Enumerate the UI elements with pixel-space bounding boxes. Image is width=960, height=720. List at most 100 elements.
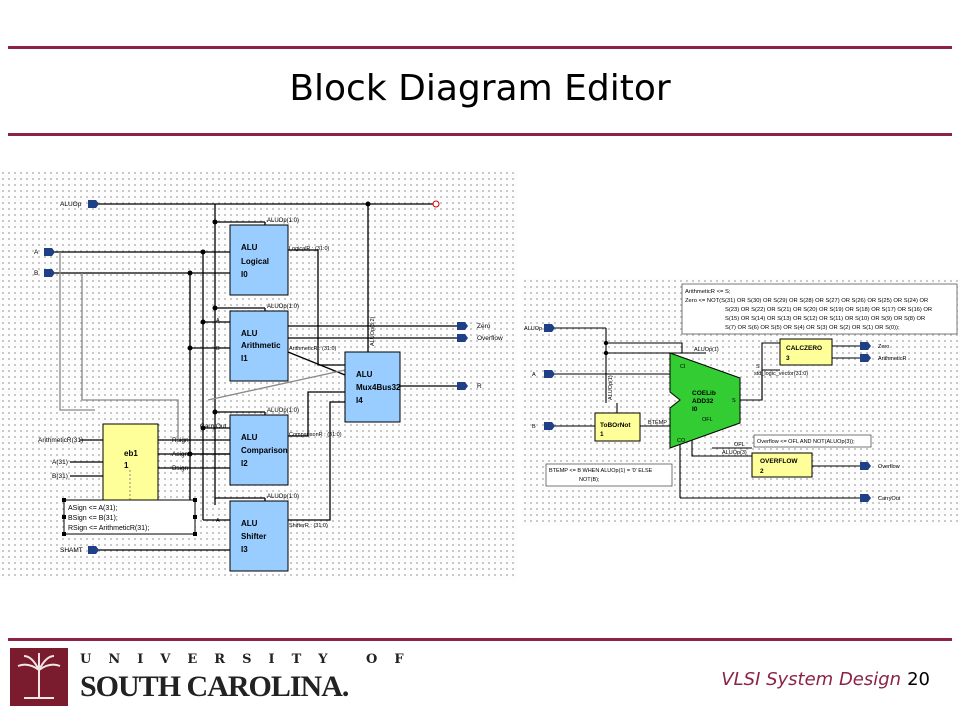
- calczero-inst: 3: [786, 355, 790, 362]
- asign-label: Asign: [172, 451, 189, 458]
- pin-a-label: A: [216, 318, 220, 324]
- alu-arithmetic-out-label: ArithmeticR : (31:0): [289, 346, 337, 352]
- add32-block: CI COELib ADD32 I0 OFL CO S: [669, 352, 741, 449]
- r-s-label: S: [756, 364, 760, 370]
- calczero-name: CALCZERO: [786, 345, 822, 352]
- alu-logical-block: ALUOp(1:0) ALU Logical I0 LogicalR : (31…: [229, 218, 330, 296]
- carryout-label: CarryOut: [200, 423, 227, 430]
- zero-out-label: Zero: [477, 323, 491, 330]
- eb1-name: eb1: [124, 449, 138, 458]
- btemp-note-line-1: BTEMP <= B WHEN ALUOp(1) = '0' ELSE: [549, 468, 653, 474]
- adder-inst: I0: [692, 406, 698, 413]
- right-diagram-panel: ArithmeticR <= S; Zero <= NOT(S(31) OR S…: [522, 278, 960, 526]
- palmetto-tree-icon: [17, 653, 61, 699]
- slide-title: Block Diagram Editor: [289, 68, 671, 109]
- shamt-label: SHAMT: [60, 547, 83, 554]
- logo-south-carolina-text: SOUTH CAROLINA.: [80, 670, 349, 703]
- alu-arithmetic-name: Arithmetic: [241, 341, 281, 350]
- r-zero-label: Zero: [878, 344, 889, 350]
- a-port: [44, 248, 55, 256]
- zero-port: [457, 322, 468, 330]
- footer-rule: [8, 638, 952, 641]
- alu-arithmetic-bus-label: ALUOp(1:0): [267, 304, 299, 310]
- note-line-2: Zero <= NOT(S(31) OR S(30) OR S(29) OR S…: [685, 298, 928, 304]
- btemp-note: BTEMP <= B WHEN ALUOp(1) = '0' ELSE NOT(…: [545, 463, 673, 487]
- usc-logo-emblem: [10, 648, 68, 706]
- r-zero-port: [860, 342, 871, 350]
- r-b-label: B: [532, 424, 536, 430]
- a31-label: A(31): [52, 459, 68, 466]
- r-aluop3-label: ALUOp(3): [722, 450, 747, 456]
- alu-shifter-name: Shifter: [241, 532, 266, 541]
- alu-shifter-kind: ALU: [241, 519, 258, 528]
- left-diagram-panel: ALUOp A B SHAMT ArithmeticR(31) A(31) B(…: [0, 170, 518, 580]
- aluop-label: ALUOp: [60, 201, 82, 208]
- alu-mux-block: ALU Mux4Bus32 I4 ALUOp(3:2): [344, 316, 401, 423]
- note-line-5: S(7) OR S(6) OR S(5) OR S(4) OR S(3) OR …: [725, 325, 900, 331]
- btemp-note-line-2: NOT(B);: [579, 477, 600, 483]
- arithmeticr31-label: ArithmeticR(31): [38, 437, 83, 444]
- r-btemp-label: BTEMP: [648, 420, 667, 426]
- shifter-pin-a-label: A: [216, 518, 220, 524]
- alu-arithmetic-kind: ALU: [241, 329, 258, 338]
- overflow-block: OVERFLOW 2: [751, 452, 813, 478]
- alu-comparison-inst: I2: [241, 459, 248, 468]
- alu-comparison-out-label: ComparisonR : (31:0): [289, 432, 342, 438]
- alu-comparison-name: Comparison: [241, 446, 288, 455]
- alu-arithmetic-block: ALUOp(1:0) ALU Arithmetic I1 ArithmeticR…: [229, 304, 337, 382]
- b-port: [44, 269, 55, 277]
- overflow-note: Overflow <= OFL AND NOT(ALUOp(3));: [753, 434, 872, 448]
- calczero-block: CALCZERO 3: [779, 338, 833, 366]
- r-a-label: A: [532, 372, 536, 378]
- alu-arithmetic-inst: I1: [241, 354, 248, 363]
- code-line-1: ASign <= A(31);: [68, 505, 117, 512]
- adder-co: CO: [677, 438, 686, 444]
- alu-shifter-block: ALUOp(1:0) ALU Shifter I3 ShifterR : (31…: [229, 494, 328, 572]
- r-overflow-port: [860, 462, 871, 470]
- note-line-1: ArithmeticR <= S;: [685, 289, 731, 295]
- page-number: 20: [907, 669, 930, 690]
- logo-university-text: UNIVERSITY OF: [80, 652, 421, 667]
- right-diagram: ArithmeticR <= S; Zero <= NOT(S(31) OR S…: [524, 283, 958, 502]
- b-label: B: [34, 270, 38, 277]
- aluop-port: [88, 200, 99, 208]
- adder-s: S: [732, 398, 736, 404]
- adder-name: ADD32: [692, 398, 714, 405]
- top-rule: [8, 46, 952, 49]
- alu-logical-kind: ALU: [241, 243, 258, 252]
- mux-inst: I4: [356, 396, 363, 405]
- r-carryout-label: CarryOut: [878, 496, 901, 502]
- r-arithmeticr-label: ArithmeticR: [878, 356, 906, 362]
- overflow-out-label: Overflow: [477, 335, 503, 342]
- eb1-block: eb1 1: [102, 423, 159, 505]
- r-out-label: R: [477, 383, 482, 390]
- code-line-3: RSign <= ArithmeticR(31);: [68, 525, 149, 532]
- pin-b-label: B: [216, 346, 220, 352]
- alu-shifter-inst: I3: [241, 545, 248, 554]
- mux-kind: ALU: [356, 370, 373, 379]
- alu-comparison-bus-label: ALUOp(1:0): [267, 408, 299, 414]
- overflow-block-inst: 2: [760, 468, 764, 475]
- adder-lib: COELib: [692, 390, 716, 397]
- rsign-label: Rsign: [172, 437, 189, 444]
- adder-ofl: OFL: [702, 417, 713, 423]
- r-arithmeticr-port: [860, 354, 871, 362]
- b31-label: B(31): [52, 473, 68, 480]
- alu-comparison-kind: ALU: [241, 433, 258, 442]
- tobornot-name: ToBOrNot: [600, 422, 631, 429]
- bsign-label: Bsign: [172, 465, 189, 472]
- left-diagram: ALUOp A B SHAMT ArithmeticR(31) A(31) B(…: [34, 200, 503, 572]
- alu-comparison-block: ALUOp(1:0) ALU Comparison I2 ComparisonR…: [229, 408, 342, 486]
- tobornot-inst: 1: [600, 431, 604, 438]
- alu-shifter-bus-label: ALUOp(1:0): [267, 494, 299, 500]
- note-line-3: S(23) OR S(22) OR S(21) OR S(20) OR S(19…: [725, 307, 932, 313]
- r-b-port: [544, 422, 555, 430]
- mux-name: Mux4Bus32: [356, 383, 401, 392]
- mux-select-label: ALUOp(3:2): [370, 316, 376, 346]
- arith-zero-note: ArithmeticR <= S; Zero <= NOT(S(31) OR S…: [681, 283, 958, 335]
- alu-shifter-out-label: ShifterR : (31:0): [289, 523, 328, 529]
- r-ofl-label: OFL: [734, 442, 745, 448]
- r-aluop-label: ALUOp: [524, 326, 542, 332]
- shamt-port: [88, 546, 99, 554]
